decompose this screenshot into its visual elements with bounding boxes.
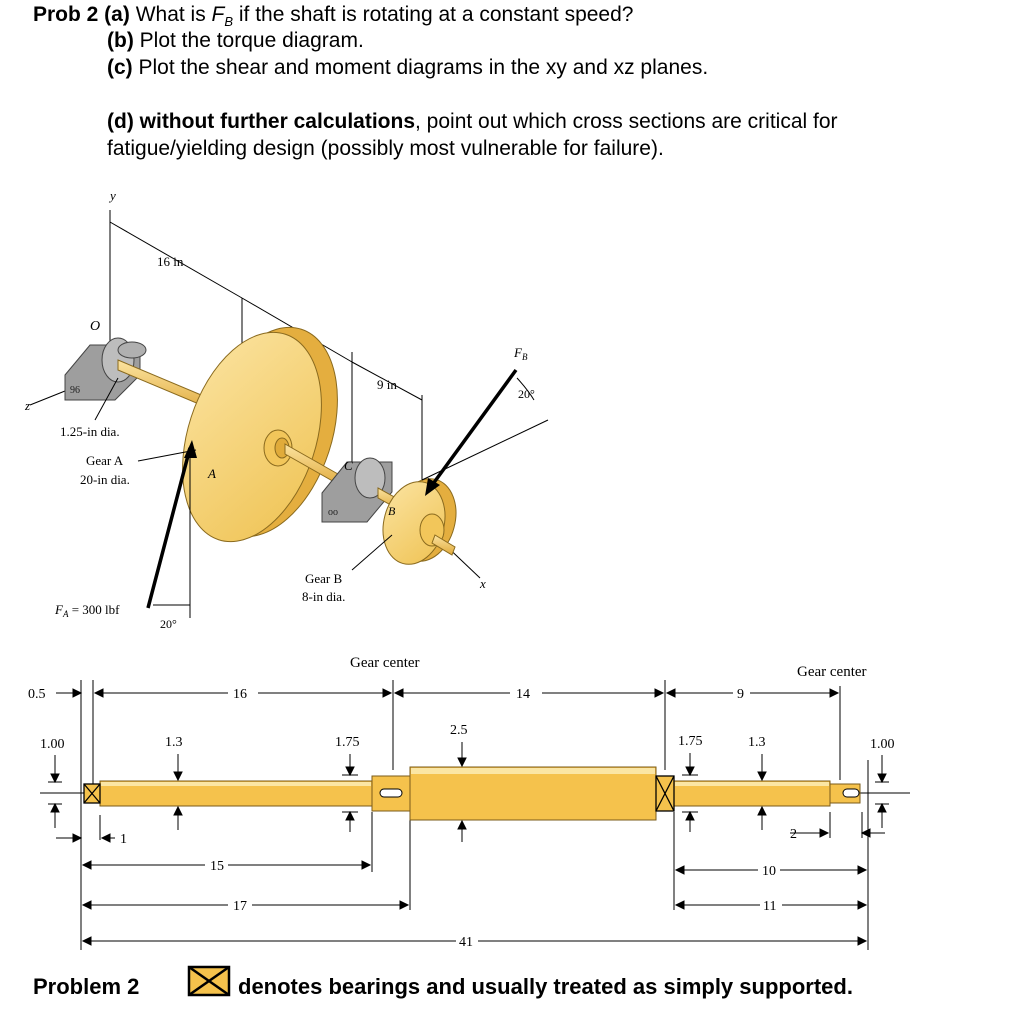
- fb-label: FB: [513, 345, 528, 362]
- dim-17: 17: [233, 899, 247, 914]
- shaft-dia-label: 1.25-in dia.: [60, 424, 120, 439]
- fb-symbol: F: [211, 3, 225, 26]
- gear-a-letter: A: [207, 466, 216, 481]
- dim-9in: 9 in: [377, 377, 397, 392]
- origin-label: O: [90, 319, 100, 334]
- svg-text:oo: oo: [328, 507, 338, 518]
- gear-a: [182, 326, 338, 543]
- keyway-gear-b: [842, 788, 860, 798]
- question-b: (b) Plot the torque diagram.: [107, 29, 364, 52]
- dim-16in: 16 in: [157, 254, 184, 269]
- axis-y-label: y: [108, 188, 116, 203]
- fa-angle: 20°: [160, 617, 177, 631]
- dim-11: 11: [763, 899, 776, 914]
- dim-0-5: 0.5: [28, 687, 46, 702]
- force-fb-arrow: [428, 368, 518, 490]
- gear-a-label-2: 20-in dia.: [80, 472, 130, 487]
- gear-center-label-2: Gear center: [797, 664, 867, 680]
- bearing-left: [83, 783, 101, 804]
- shaft-drawing: Gear center Gear center 0.5 16 14 9: [28, 655, 910, 950]
- question-c: (c) Plot the shear and moment diagrams i…: [107, 56, 709, 79]
- dim-1: 1: [120, 832, 127, 847]
- question-d: (d) without further calculations, point …: [107, 110, 838, 133]
- dia-1-3-right: 1.3: [748, 735, 766, 750]
- bearing-right: [655, 775, 675, 812]
- question-d-cont: fatigue/yielding design (possibly most v…: [107, 137, 664, 160]
- dim-41: 41: [459, 935, 473, 950]
- dim-16: 16: [233, 687, 247, 702]
- question-a: Prob 2 (a) What is FB if the shaft is ro…: [33, 3, 634, 30]
- svg-text:96: 96: [70, 385, 80, 396]
- letter-b: B: [388, 504, 396, 518]
- problem-label: Problem 2: [33, 974, 140, 999]
- gear-b: [382, 478, 457, 565]
- dia-1-00-right: 1.00: [870, 737, 895, 752]
- force-fa-arrow: [146, 447, 192, 609]
- dim-9: 9: [737, 687, 744, 702]
- fb-angle: 20°: [518, 387, 535, 401]
- gear-center-label-1: Gear center: [350, 655, 420, 671]
- letter-c: C: [344, 458, 353, 473]
- keyway-gear-a: [379, 788, 403, 798]
- isometric-diagram: y z x O 16 in 14 in 9 in 96 A oo C: [24, 188, 549, 631]
- dia-1-75-right: 1.75: [678, 734, 703, 749]
- axis-x-label: x: [479, 576, 486, 591]
- dia-1-00-left: 1.00: [40, 737, 65, 752]
- bearing-note: denotes bearings and usually treated as …: [238, 974, 853, 999]
- question-a-label: Prob 2 (a): [33, 3, 130, 26]
- bearing-symbol-icon: [187, 965, 231, 997]
- dia-1-3-left: 1.3: [165, 735, 183, 750]
- fa-label: FA = 300 lbf: [54, 602, 120, 619]
- dim-14: 14: [516, 687, 530, 702]
- shaft-highlights: [101, 768, 829, 786]
- dim-2: 2: [790, 827, 797, 842]
- dim-10: 10: [762, 864, 776, 879]
- axis-z-label: z: [24, 398, 30, 413]
- dia-1-75-left: 1.75: [335, 735, 360, 750]
- gear-b-label-2: 8-in dia.: [302, 589, 345, 604]
- dim-15: 15: [210, 859, 224, 874]
- gear-b-label-1: Gear B: [305, 571, 343, 586]
- gear-a-label-1: Gear A: [86, 453, 124, 468]
- stepped-shaft: [83, 766, 861, 821]
- dia-2-5: 2.5: [450, 723, 468, 738]
